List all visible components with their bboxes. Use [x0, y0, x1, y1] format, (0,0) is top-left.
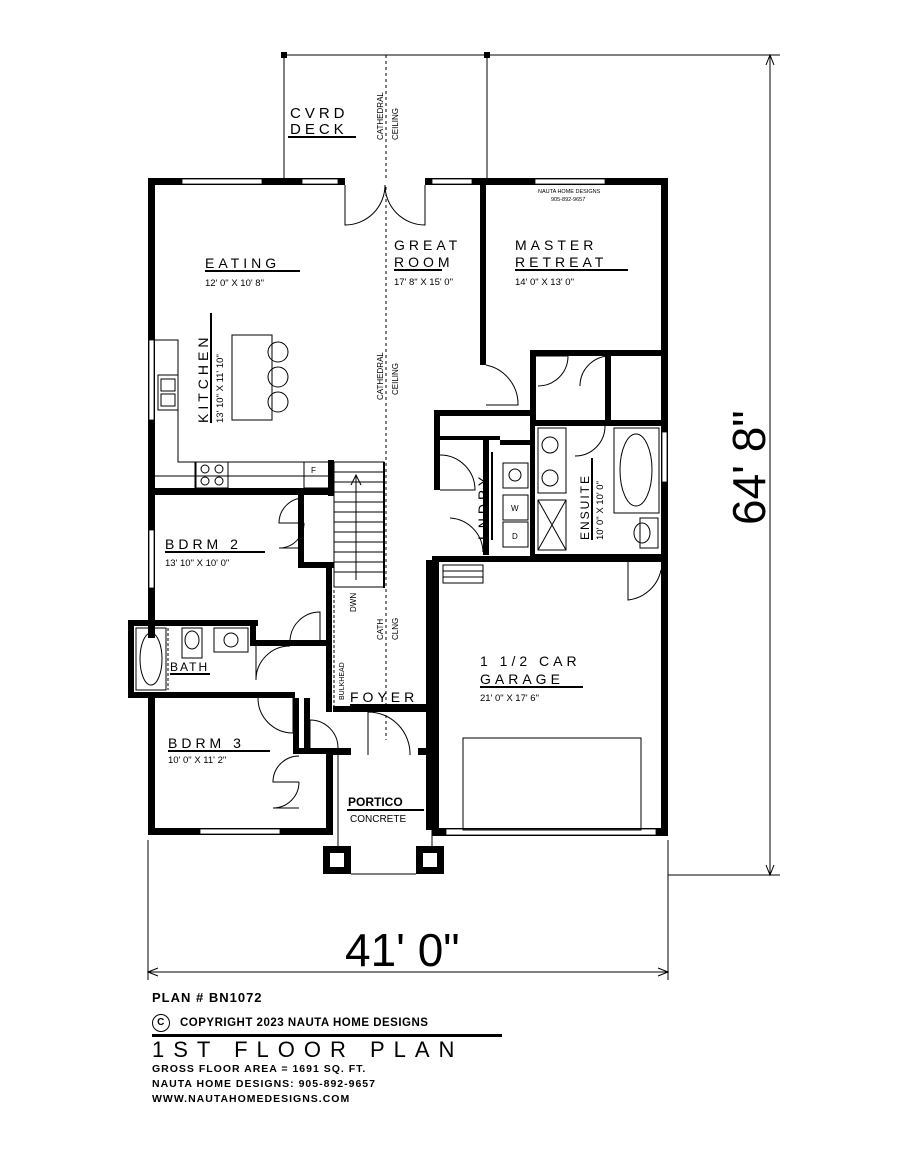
- eating-name: EATING: [205, 255, 280, 271]
- deck-doors: [344, 184, 426, 226]
- washer-label: W: [511, 504, 519, 513]
- great-room-name2: ROOM: [394, 254, 454, 270]
- dryer-label: D: [512, 532, 518, 541]
- bdrm2-dim: 13' 10" X 10' 0": [165, 558, 229, 569]
- deck-label-line1: CVRD: [290, 105, 349, 122]
- designer-stamp-line1: NAUTA HOME DESIGNS: [538, 189, 601, 195]
- portico-sub: CONCRETE: [350, 814, 406, 825]
- kitchen-fixtures: F: [155, 334, 331, 489]
- garage-dim: 21' 0" X 17' 6": [480, 693, 539, 704]
- designer-website: WWW.NAUTAHOMEDESIGNS.COM: [152, 1093, 351, 1105]
- stairs-down-label: DWN: [349, 593, 358, 612]
- width-dimension-label: 41' 0": [345, 924, 460, 976]
- cath-label: CATH: [376, 619, 385, 640]
- portico-name: PORTICO: [348, 795, 403, 809]
- garage-name1: 1 1/2 CAR: [480, 653, 581, 669]
- covered-deck: CVRD DECK CATHEDRAL CEILING: [281, 52, 490, 740]
- designer-stamp-line2: 905-892-9657: [551, 197, 585, 203]
- great-room-dim: 17' 8" X 15' 0": [394, 277, 453, 288]
- deck-ceiling-line1: CATHEDRAL: [376, 92, 385, 140]
- width-dimension: 41' 0": [146, 840, 670, 980]
- great-ceiling-line2: CEILING: [391, 363, 400, 395]
- clng-label: CLNG: [391, 618, 400, 640]
- portico: [323, 755, 444, 875]
- fridge-label: F: [311, 466, 316, 475]
- ensuite-dim: 10' 0" X 10' 0": [595, 481, 606, 540]
- garage-name2: GARAGE: [480, 671, 564, 687]
- deck-ceiling-line2: CEILING: [391, 108, 400, 140]
- plan-title: 1ST FLOOR PLAN: [152, 1034, 502, 1065]
- bdrm2-name: BDRM 2: [165, 536, 242, 552]
- copyright-text: COPYRIGHT 2023 NAUTA HOME DESIGNS: [180, 1017, 429, 1029]
- master-dim: 14' 0" X 13' 0": [515, 277, 574, 288]
- plan-number: PLAN # BN1072: [152, 990, 263, 1005]
- kitchen-dim: 13' 10" X 11' 10": [215, 354, 226, 423]
- master-name2: RETREAT: [515, 254, 607, 270]
- master-name1: MASTER: [515, 237, 597, 253]
- bulkhead-label: BULKHEAD: [339, 662, 346, 700]
- bath-name: BATH: [170, 660, 209, 674]
- exterior-walls: [148, 178, 668, 836]
- gross-floor-area: GROSS FLOOR AREA = 1691 SQ. FT.: [152, 1063, 367, 1075]
- bdrm3-dim: 10' 0" X 11' 2": [168, 755, 226, 766]
- foyer-name: FOYER: [350, 689, 418, 705]
- kitchen-name: KITCHEN: [195, 334, 211, 423]
- bdrm3-name: BDRM 3: [168, 735, 245, 751]
- copyright-row: C COPYRIGHT 2023 NAUTA HOME DESIGNS: [152, 1014, 428, 1032]
- depth-dimension-label: 64' 8": [723, 410, 775, 525]
- laundry-name: LNDRY: [475, 473, 491, 540]
- eating-dim: 12' 0" X 10' 8": [205, 278, 264, 289]
- interior-walls: W D: [128, 185, 668, 834]
- stairs: [333, 461, 385, 588]
- great-room-name1: GREAT: [394, 237, 461, 253]
- copyright-icon: C: [152, 1014, 170, 1032]
- room-labels: EATING 12' 0" X 10' 8" KITCHEN 13' 10" X…: [165, 189, 628, 825]
- designer-phone: NAUTA HOME DESIGNS: 905-892-9657: [152, 1078, 376, 1090]
- deck-label-line2: DECK: [290, 121, 348, 138]
- ensuite-name: ENSUITE: [578, 474, 592, 540]
- great-ceiling-line1: CATHEDRAL: [376, 352, 385, 400]
- depth-dimension: 64' 8": [488, 53, 780, 877]
